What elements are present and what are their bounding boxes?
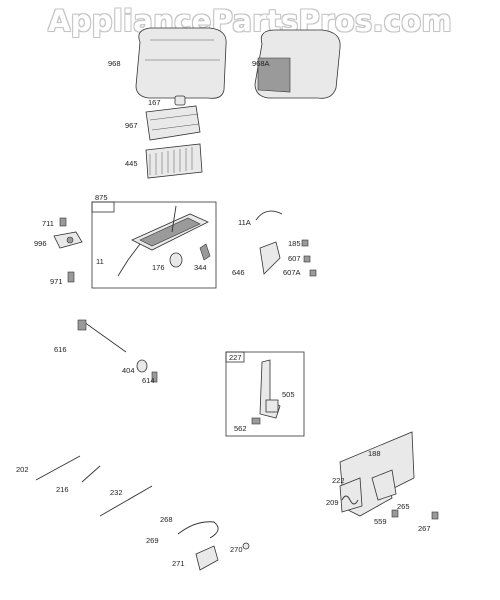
label-646: 646 bbox=[232, 268, 245, 277]
control-bracket-188[interactable] bbox=[339, 431, 415, 517]
screw-607[interactable] bbox=[303, 255, 311, 263]
pin-614[interactable] bbox=[151, 371, 158, 383]
tube-11a[interactable] bbox=[255, 210, 283, 221]
screw-562[interactable] bbox=[251, 417, 261, 425]
washer-404[interactable] bbox=[136, 359, 148, 373]
air-cleaner-base[interactable] bbox=[131, 205, 209, 251]
label-616: 616 bbox=[54, 345, 67, 354]
label-268: 268 bbox=[160, 515, 173, 524]
shaft-616[interactable] bbox=[77, 319, 127, 353]
screw-607a[interactable] bbox=[309, 269, 317, 277]
screw-971[interactable] bbox=[67, 271, 75, 283]
label-209: 209 bbox=[326, 498, 339, 507]
callout-label-875: 875 bbox=[95, 193, 108, 202]
air-filter-445[interactable] bbox=[145, 143, 203, 179]
label-267: 267 bbox=[418, 524, 431, 533]
label-968a: 968A bbox=[252, 59, 270, 68]
label-11: 11 bbox=[96, 257, 104, 266]
nut-185[interactable] bbox=[301, 239, 309, 247]
clip-270[interactable] bbox=[242, 542, 250, 550]
watermark: AppliancePartsPros.com bbox=[47, 4, 453, 38]
callout-tab-227 bbox=[225, 351, 245, 363]
label-967: 967 bbox=[125, 121, 138, 130]
label-562: 562 bbox=[234, 424, 247, 433]
lever-265[interactable] bbox=[371, 469, 397, 501]
label-176: 176 bbox=[152, 263, 165, 272]
link-216[interactable] bbox=[81, 465, 101, 483]
label-269: 269 bbox=[146, 536, 159, 545]
spring-505[interactable] bbox=[265, 399, 279, 413]
label-711: 711 bbox=[42, 219, 54, 228]
label-222: 222 bbox=[332, 476, 345, 485]
label-167: 167 bbox=[148, 98, 161, 107]
breather-tube-11[interactable] bbox=[117, 243, 141, 277]
air-cleaner-cover-968a[interactable] bbox=[254, 29, 341, 99]
label-971: 971 bbox=[50, 277, 63, 286]
bracket-646[interactable] bbox=[259, 241, 281, 275]
air-cleaner-cover-968[interactable] bbox=[135, 27, 227, 99]
callout-label-227: 227 bbox=[229, 353, 242, 362]
screw-344[interactable] bbox=[199, 243, 211, 261]
label-271: 271 bbox=[172, 559, 185, 568]
bracket-271[interactable] bbox=[195, 545, 219, 571]
label-216: 216 bbox=[56, 485, 69, 494]
label-265: 265 bbox=[397, 502, 410, 511]
callout-box-875 bbox=[91, 201, 217, 289]
link-202[interactable] bbox=[35, 455, 81, 481]
screw-267[interactable] bbox=[431, 511, 439, 520]
screw-559[interactable] bbox=[391, 509, 399, 518]
label-996: 996 bbox=[34, 239, 47, 248]
label-607: 607 bbox=[288, 254, 301, 263]
clip-167[interactable] bbox=[174, 95, 186, 106]
label-232: 232 bbox=[110, 488, 123, 497]
label-559: 559 bbox=[374, 517, 387, 526]
cable-232[interactable] bbox=[99, 485, 153, 517]
spring-209[interactable] bbox=[341, 495, 359, 505]
label-270: 270 bbox=[230, 545, 243, 554]
label-614: 614 bbox=[142, 376, 155, 385]
screw-711[interactable] bbox=[59, 217, 67, 227]
label-505: 505 bbox=[282, 390, 295, 399]
cable-268-269[interactable] bbox=[177, 521, 219, 539]
label-202: 202 bbox=[16, 465, 29, 474]
label-607a: 607A bbox=[283, 268, 301, 277]
label-968: 968 bbox=[108, 59, 121, 68]
pre-cleaner-967[interactable] bbox=[145, 105, 201, 141]
label-344: 344 bbox=[194, 263, 207, 272]
label-445: 445 bbox=[125, 159, 138, 168]
callout-box-227 bbox=[225, 351, 305, 437]
label-185: 185 bbox=[288, 239, 301, 248]
label-188: 188 bbox=[368, 449, 381, 458]
label-404: 404 bbox=[122, 366, 135, 375]
bracket-996[interactable] bbox=[53, 231, 83, 249]
label-11a: 11A bbox=[238, 218, 251, 227]
callout-tab-875 bbox=[91, 201, 115, 213]
o-ring-176[interactable] bbox=[169, 252, 183, 268]
